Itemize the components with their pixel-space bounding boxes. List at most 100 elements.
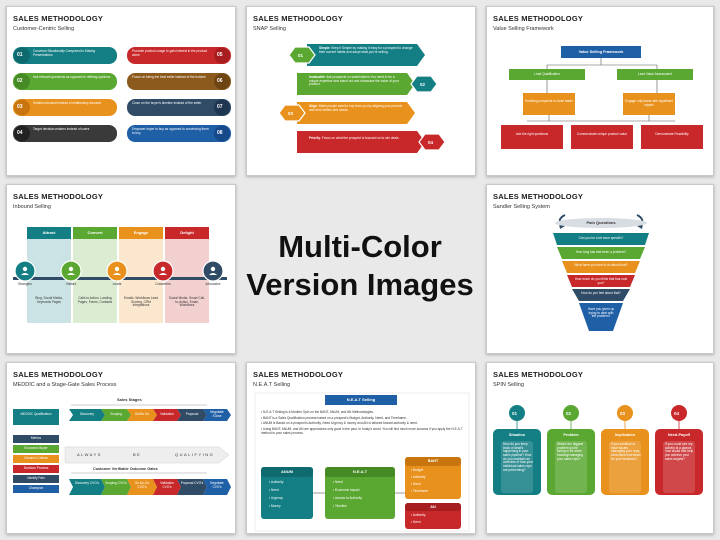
slide-subtitle: MEDDIC and a Stage-Gate Sales Process: [13, 382, 117, 388]
slide-meddic[interactable]: SALES METHODOLOGY MEDDIC and a Stage-Gat…: [6, 362, 236, 534]
stage-validation: Validation: [160, 412, 174, 416]
spin-num-01: 01: [512, 411, 518, 416]
meddic-metrics: Metrics: [30, 436, 42, 440]
neat-graphic: [254, 392, 470, 532]
snap-text-simple: Simple: Keep it Simple by making it easy…: [319, 46, 413, 54]
right-text-8: Empower buyer to buy as opposed to convi…: [132, 127, 209, 135]
neat-bullet-3: • ANUM is Based on a prospect's Authorit…: [261, 421, 418, 426]
slide-title: SALES METHODOLOGY: [253, 370, 344, 379]
num-07: 07: [217, 104, 223, 110]
spin-text-problem: What's the biggest problem you're facing…: [557, 442, 584, 461]
circle-leads: Leads: [112, 282, 122, 286]
neat-bullets: • N.E.A.T Selling is a Modern Spin on th…: [261, 410, 465, 437]
num-04: 04: [17, 130, 23, 136]
snap-text-priority: Priority: Focus on what the prospect is …: [309, 136, 400, 140]
bant-item-3: • Need: [411, 482, 421, 486]
vsf-bottom-2: Communicate unique product value: [576, 132, 628, 136]
meddic-decision-criteria: Decision Criteria: [24, 456, 48, 460]
right-text-7: Close on the buyer's timeline instead of…: [132, 101, 202, 105]
slide-subtitle: Inbound Selling: [13, 204, 51, 210]
slide-subtitle: SNAP Selling: [253, 26, 286, 32]
snap-num-02: 02: [420, 82, 426, 87]
slide-spin-selling[interactable]: SALES METHODOLOGY SPIN Selling 01 02 03 …: [486, 362, 714, 534]
neat-item-4: • Timeline: [333, 504, 347, 508]
left-text-2: Ask relevant questions as opposed to off…: [33, 75, 111, 79]
circle-customers: Customers: [155, 282, 171, 286]
vsf-mid-1: Lead Qualification: [534, 72, 560, 76]
gate-negotiate: Negotiate CVO's: [210, 481, 224, 489]
slide-sandler[interactable]: SALES METHODOLOGY Sandler Selling System…: [486, 184, 714, 354]
snap-graphic: [278, 44, 446, 153]
sandler-funnel: [553, 214, 649, 331]
spin-graphic: [493, 405, 703, 495]
stage-proposal: Proposal: [185, 412, 199, 416]
vsf-bottom-3: Demonstrate Feasibility: [655, 132, 689, 136]
inbound-graphic: [13, 227, 227, 323]
slide-subtitle: Sandler Selling System: [493, 204, 550, 210]
neat-item-2: • Economic Impact: [333, 488, 360, 492]
num-06: 06: [217, 78, 223, 84]
slide-snap-selling[interactable]: SALES METHODOLOGY SNAP Selling 01 02 03 …: [246, 6, 476, 176]
neat-item-1: • Need: [333, 480, 343, 484]
stage-attract: Attract: [42, 230, 56, 235]
spin-head-problem: Problem: [563, 433, 579, 437]
spin-head-implication: Implication: [614, 433, 636, 437]
circle-strangers: Strangers: [18, 282, 32, 286]
center-heading: Multi-Color Version Images: [245, 228, 475, 304]
slide-title: SALES METHODOLOGY: [253, 14, 344, 23]
left-bar-4: [13, 125, 117, 142]
num-03: 03: [17, 104, 23, 110]
meddic-graphic: [13, 404, 231, 495]
neat-item-3: • Access to Authority: [333, 496, 362, 500]
inbound-text-3: Emails, Workflows Lead Scoring, CRM Inte…: [124, 296, 158, 308]
slide-title: SALES METHODOLOGY: [13, 192, 104, 201]
spin-text-need-payoff: If you could see my activity at a glance…: [665, 442, 694, 461]
num-05: 05: [217, 52, 223, 58]
slide-inbound-selling[interactable]: SALES METHODOLOGY Inbound Selling Attrac…: [6, 184, 236, 354]
gate-scoping: Scoping CVO's: [105, 481, 127, 485]
stage-engage: Engage: [133, 230, 149, 235]
vsf-bottom-1: Ask the right questions: [515, 132, 549, 136]
spin-text-implication: If you continue to have issues managing …: [611, 442, 641, 461]
vsf-top: Value Selling Framework: [578, 50, 624, 54]
slide-title: SALES METHODOLOGY: [493, 192, 584, 201]
right-bar-6: [127, 73, 231, 90]
an-item-2: • Need: [411, 520, 421, 524]
snap-num-01: 01: [298, 53, 304, 58]
bant-item-2: • Authority: [411, 475, 426, 479]
slide-neat-selling[interactable]: SALES METHODOLOGY N.E.A.T Selling N.E.A.…: [246, 362, 476, 534]
inbound-text-4: Social Media, Smart Call-to-Action, Emai…: [169, 296, 205, 308]
meddic-identify-pain: Identify Pain: [27, 476, 45, 480]
num-02: 02: [17, 78, 23, 84]
right-text-6: Focus on being the best seller instead o…: [132, 75, 206, 79]
anum-item-2: • Need: [269, 488, 279, 492]
sales-stages-label: Sales Stages: [117, 397, 142, 402]
spin-num-03: 03: [620, 411, 626, 416]
slide-title: SALES METHODOLOGY: [13, 14, 104, 23]
spin-num-04: 04: [674, 411, 680, 416]
slide-title: SALES METHODOLOGY: [493, 14, 584, 23]
inbound-text-1: Blog, Social Media, Keywords Pages: [35, 296, 63, 304]
slide-subtitle: N.E.A.T Selling: [253, 382, 291, 388]
stage-scoping: Scoping: [110, 412, 122, 416]
stage-delight: Delight: [180, 230, 194, 235]
bant-item-1: • Budget: [411, 468, 424, 472]
meddic-champion: Champion: [28, 486, 44, 490]
slide-customer-centric[interactable]: SALES METHODOLOGY Customer-Centric Selli…: [6, 6, 236, 176]
spin-head-situation: Situation: [508, 433, 526, 437]
left-bar-2: [13, 73, 117, 90]
slide-value-selling[interactable]: SALES METHODOLOGY Value Selling Framewor…: [486, 6, 714, 176]
neat-bullet-1: • N.E.A.T Selling is a Modern Spin on th…: [261, 410, 374, 414]
an-head: AN: [430, 505, 436, 509]
right-bar-8: [127, 125, 231, 142]
slide-subtitle: Value Selling Framework: [493, 26, 554, 32]
gate-proposal: Proposal CVO's: [180, 481, 204, 485]
vsf-mid-2: Lead Value Assessment: [638, 72, 672, 76]
circle-advocates: Advocates: [205, 282, 221, 286]
snap-num-04: 04: [428, 140, 434, 145]
inbound-text-2: Calls to Action, Landing Pages, Forms, C…: [77, 296, 113, 304]
left-bar-1: [13, 47, 117, 64]
meddic-qualification: MEDDIC Qualification: [20, 412, 52, 416]
circle-visitors: Visitors: [65, 282, 77, 286]
neat-box-head: N.E.A.T: [352, 469, 368, 474]
